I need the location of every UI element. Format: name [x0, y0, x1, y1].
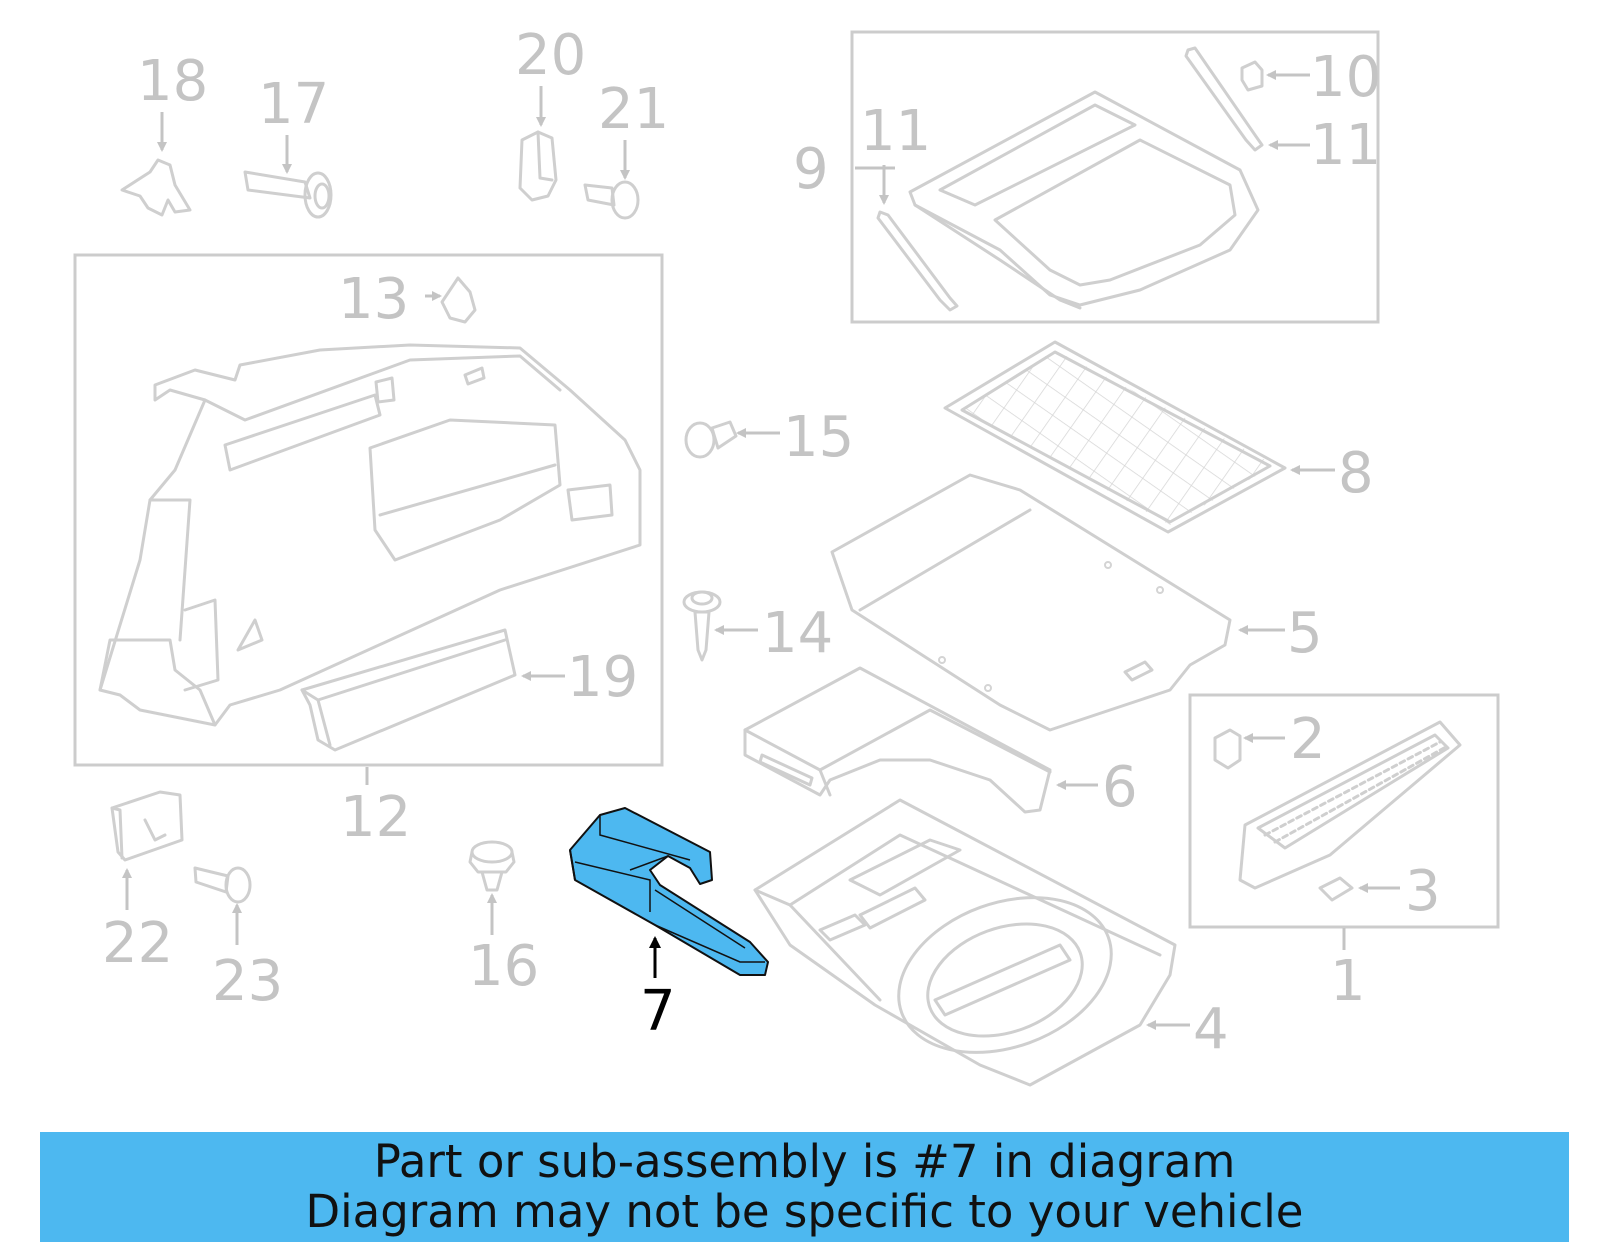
- part-19-cover: [300, 628, 565, 752]
- callout-6: 6: [1102, 755, 1138, 820]
- part-3-pad: [1318, 876, 1400, 902]
- part-10-clip: [1240, 60, 1310, 92]
- part-8-net: [943, 340, 1335, 534]
- callout-20: 20: [515, 23, 586, 88]
- part-6-storage-tray: [743, 666, 1098, 814]
- callout-16: 16: [468, 934, 539, 999]
- banner-line-2: Diagram may not be specific to your vehi…: [305, 1185, 1304, 1238]
- part-4-floor-pan: [753, 798, 1190, 1087]
- callout-14: 14: [762, 601, 833, 666]
- part-20-clip: [518, 86, 558, 202]
- group-box-9: [850, 30, 1380, 324]
- callout-3: 3: [1405, 859, 1441, 924]
- callout-4: 4: [1193, 997, 1229, 1062]
- part-22-bracket: [110, 790, 184, 910]
- callout-12: 12: [340, 785, 411, 850]
- callout-22: 22: [102, 911, 173, 976]
- callout-11-right: 11: [1310, 113, 1381, 178]
- part-21-screw: [583, 140, 640, 220]
- callout-1: 1: [1330, 949, 1366, 1014]
- callout-10: 10: [1310, 45, 1381, 110]
- callout-23: 23: [212, 949, 283, 1014]
- banner-line-1: Part or sub-assembly is #7 in diagram: [373, 1135, 1236, 1188]
- part-23-screw: [193, 866, 252, 945]
- part-7-bracket-highlighted: [569, 807, 769, 978]
- callout-5: 5: [1287, 601, 1323, 666]
- callout-13: 13: [338, 267, 409, 332]
- callout-17: 17: [258, 72, 329, 137]
- part-11-strap-right: [1184, 46, 1310, 152]
- part-12-trim-panel: [98, 343, 642, 727]
- part-5-floor-panel: [830, 473, 1285, 732]
- callout-19: 19: [567, 645, 638, 710]
- part-1-scuff-plate: [1238, 720, 1462, 890]
- group-box-12: [73, 253, 664, 767]
- group-box-1: [1188, 693, 1500, 929]
- callout-2: 2: [1290, 707, 1326, 772]
- part-9-cargo-cover: [855, 90, 1260, 310]
- part-11-strap-left: [876, 165, 959, 312]
- part-14-screw: [682, 590, 758, 662]
- part-17-bolt: [243, 135, 333, 219]
- part-18-clip: [120, 112, 192, 217]
- callout-21: 21: [598, 77, 669, 142]
- callout-7: 7: [640, 979, 676, 1044]
- callout-18: 18: [137, 49, 208, 114]
- part-15-pin: [684, 420, 780, 459]
- part-16-push-clip: [468, 840, 516, 935]
- part-13-clip: [425, 276, 477, 324]
- callout-9: 9: [793, 137, 829, 202]
- callout-11-left: 11: [860, 99, 931, 164]
- info-banner: Part or sub-assembly is #7 in diagram Di…: [40, 1132, 1569, 1242]
- part-2-clip: [1213, 728, 1285, 770]
- callout-15: 15: [783, 405, 854, 470]
- callout-8: 8: [1338, 441, 1374, 506]
